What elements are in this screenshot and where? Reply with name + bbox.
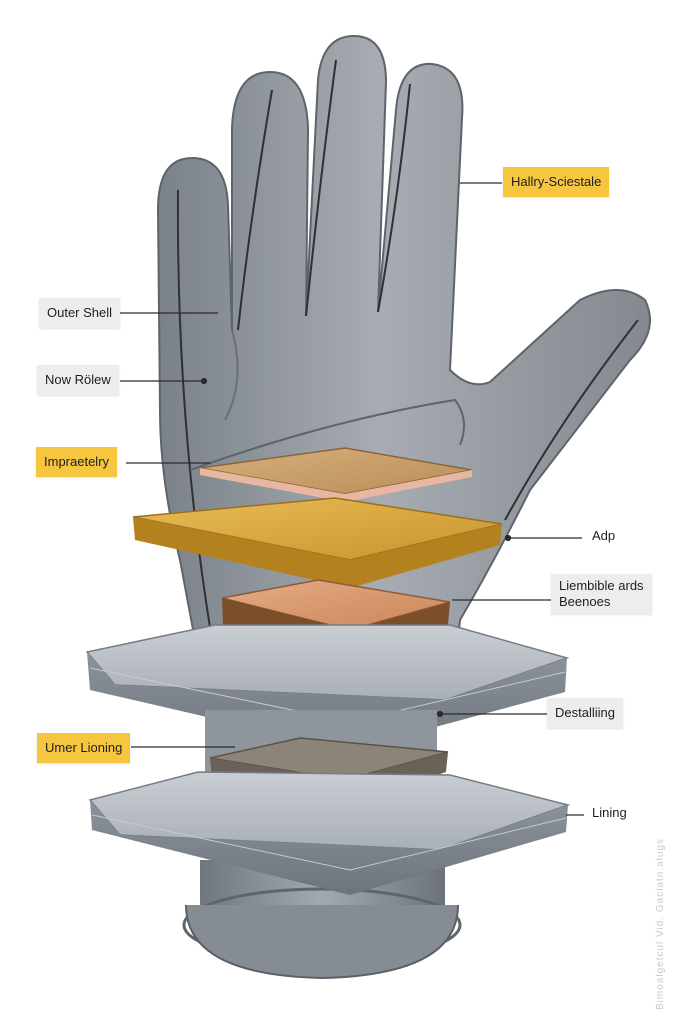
label-now-rolew: Now Rölew xyxy=(37,365,119,395)
label-impraetelry: Impraetelry xyxy=(36,447,118,477)
label-hallry-sciestale: Hallry-Sciestale xyxy=(503,167,610,197)
grey-plate-lower xyxy=(88,771,571,895)
label-outer-shell: Outer Shell xyxy=(39,298,121,328)
leader-lines xyxy=(120,182,584,816)
glove-base xyxy=(182,860,462,980)
watermark: Bimoalgetcul Vid. Gaclatn.alugs xyxy=(655,837,666,1010)
label-inner-lining: Umer Lioning xyxy=(37,733,131,763)
label-destalling: Destalliing xyxy=(547,698,623,728)
label-adp: Adp xyxy=(592,528,616,543)
cork-layer xyxy=(199,447,473,502)
gold-board-layer xyxy=(132,497,503,588)
grey-plate-upper xyxy=(85,624,570,750)
label-lining: Lining xyxy=(592,805,627,820)
label-liembible-ards: Liembible ards Beenoes xyxy=(551,574,652,614)
